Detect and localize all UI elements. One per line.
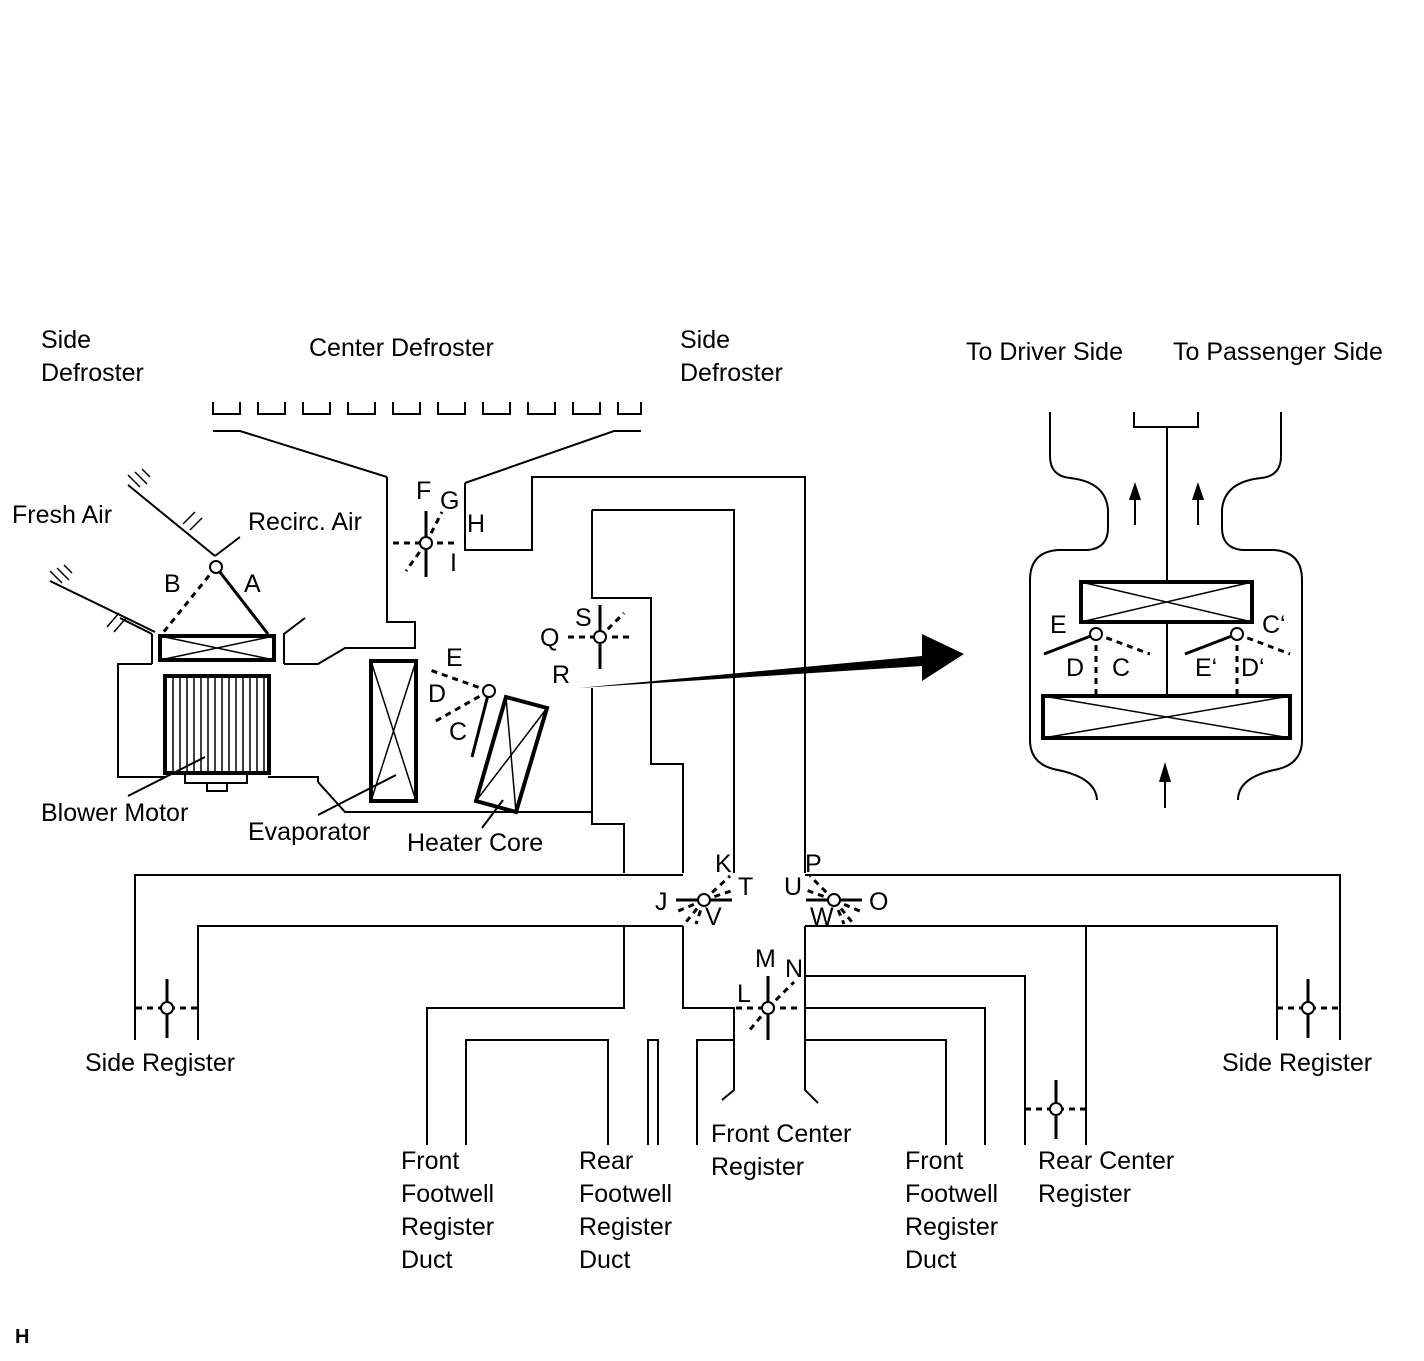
blower-motor [127,674,271,797]
letter-C: C [449,718,467,746]
letter-inset-E: E [1050,611,1067,639]
label-evaporator: Evaporator [248,818,370,846]
damper-letters: A B E D C F G H I Q R S K T J V P U O W … [164,477,1286,1008]
letter-U: U [784,873,802,901]
letter-W: W [810,903,834,931]
face-damper [568,605,634,669]
label-front-footwell-left-2: Footwell [401,1180,494,1208]
label-to-driver-side: To Driver Side [966,338,1123,366]
label-rear-footwell-4: Duct [579,1246,630,1274]
label-side-defroster-left-2: Defroster [41,359,144,387]
intake-damper [160,560,270,635]
distribution-ducts [134,874,1341,1145]
label-front-footwell-right-2: Footwell [905,1180,998,1208]
label-front-footwell-left-4: Duct [401,1246,452,1274]
letter-M: M [755,945,776,973]
defroster-damper [393,511,459,577]
letter-D: D [428,680,446,708]
center-defroster-outlet [212,402,642,484]
label-side-defroster-right-2: Defroster [680,359,783,387]
letter-L: L [737,980,751,1008]
air-filter [158,634,276,662]
letter-inset-E-prime: E‘ [1195,654,1217,682]
rear-center-register-damper [1025,1080,1086,1139]
mode-damper-left [675,874,735,925]
letter-inset-C: C [1112,654,1130,682]
letter-F: F [416,477,431,505]
letter-inset-D: D [1066,654,1084,682]
label-side-register-right: Side Register [1222,1049,1372,1077]
side-register-damper-left [136,979,198,1038]
letter-I: I [450,549,457,577]
label-front-center-register-1: Front Center [711,1120,851,1148]
evaporator [317,659,418,816]
letter-inset-C-prime: C‘ [1262,611,1286,639]
label-rear-footwell-1: Rear [579,1147,633,1175]
letter-P: P [805,850,822,878]
letter-K: K [715,850,732,878]
letter-S: S [575,604,592,632]
footwell-damper [736,976,802,1040]
label-front-footwell-left-3: Register [401,1213,494,1241]
label-side-defroster-left-1: Side [41,326,91,354]
mode-damper-right [805,874,863,925]
label-blower-motor: Blower Motor [41,799,188,827]
heater-core [473,694,550,829]
label-rear-footwell-3: Register [579,1213,672,1241]
letter-R: R [552,661,570,689]
letter-V: V [705,903,722,931]
letter-B: B [164,570,181,598]
letter-E: E [446,644,463,672]
air-intake [49,468,241,633]
label-front-footwell-right-4: Duct [905,1246,956,1274]
corner-mark: H [15,1326,29,1348]
letter-G: G [440,487,459,515]
label-front-footwell-right-1: Front [905,1147,963,1175]
detail-arrow [578,634,964,688]
letter-A: A [244,570,261,598]
label-side-register-left: Side Register [85,1049,235,1077]
label-front-footwell-right-3: Register [905,1213,998,1241]
label-side-defroster-right-1: Side [680,326,730,354]
letter-J: J [655,888,668,916]
label-fresh-air: Fresh Air [12,501,112,529]
letter-O: O [869,888,888,916]
letter-T: T [738,873,753,901]
label-to-passenger-side: To Passenger Side [1173,338,1383,366]
letter-N: N [785,955,803,983]
label-recirc-air: Recirc. Air [248,508,362,536]
component-labels: Side Defroster Center Defroster Side Def… [12,326,1383,1348]
label-heater-core: Heater Core [407,829,543,857]
label-front-footwell-left-1: Front [401,1147,459,1175]
letter-inset-D-prime: D‘ [1241,654,1265,682]
air-mix-damper [429,668,496,758]
side-register-damper-right [1277,979,1340,1038]
label-center-defroster: Center Defroster [309,334,494,362]
label-rear-center-register-1: Rear Center [1038,1147,1174,1175]
label-rear-footwell-2: Footwell [579,1180,672,1208]
label-rear-center-register-2: Register [1038,1180,1131,1208]
label-front-center-register-2: Register [711,1153,804,1181]
dual-zone-inset [1029,412,1303,808]
letter-Q: Q [540,624,559,652]
letter-H: H [467,510,485,538]
hvac-case-walls [117,476,806,873]
